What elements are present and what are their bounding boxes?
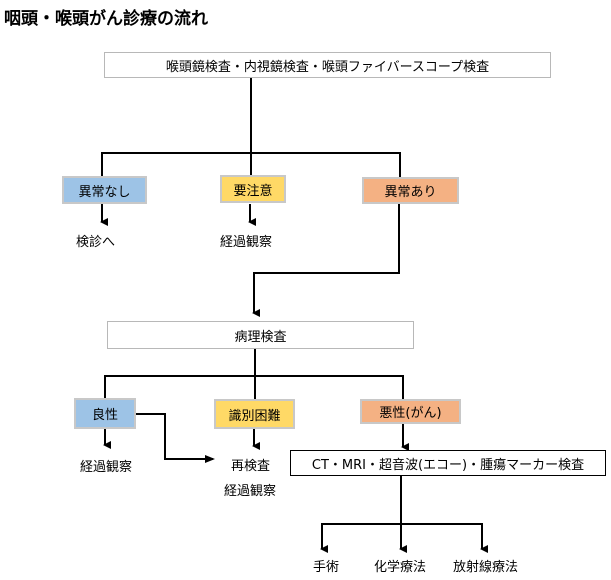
benign-label: 良性 [91,408,118,423]
arrow-benign-to-reexam [136,413,215,463]
surgery-label: 手術 [313,560,340,575]
abnormality-label: 異常あり [384,185,437,200]
hard-to-identify-box: 識別困難 [214,399,295,429]
to-checkup-label: 検診へ [76,235,116,250]
radiotherapy-label: 放射線療法 [453,560,519,575]
initial-exam-label: 喉頭鏡検査・内視鏡検査・喉頭ファイバースコープ検査 [165,59,490,75]
arrow-to-pathology [252,204,400,317]
caution-box: 要注意 [220,175,286,203]
imaging-box: CT・MRI・超音波(エコー)・腫瘍マーカー検査 [290,450,606,476]
no-abnormality-box: 異常なし [62,176,147,204]
diagram-title: 咽頭・喉頭がん診療の流れ [4,9,208,29]
initial-exam-box: 喉頭鏡検査・内視鏡検査・喉頭ファイバースコープ検査 [104,52,551,78]
benign-box: 良性 [74,398,136,429]
imaging-label: CT・MRI・超音波(エコー)・腫瘍マーカー検査 [311,457,585,473]
abnormality-box: 異常あり [362,177,459,204]
chemotherapy-label: 化学療法 [374,560,427,575]
malignant-label: 悪性(がん) [379,406,442,421]
malignant-box: 悪性(がん) [360,399,461,424]
follow-up-label-1: 経過観察 [220,235,273,250]
follow-up-label-2: 経過観察 [80,460,133,475]
no-abnormality-label: 異常なし [78,184,131,200]
follow-up-label-3: 経過観察 [224,484,277,499]
caution-label: 要注意 [233,183,273,199]
reexam-label: 再検査 [231,459,271,474]
pathology-box: 病理検査 [107,321,414,349]
pathology-label: 病理検査 [234,329,287,345]
hard-to-identify-label: 識別困難 [228,408,281,424]
